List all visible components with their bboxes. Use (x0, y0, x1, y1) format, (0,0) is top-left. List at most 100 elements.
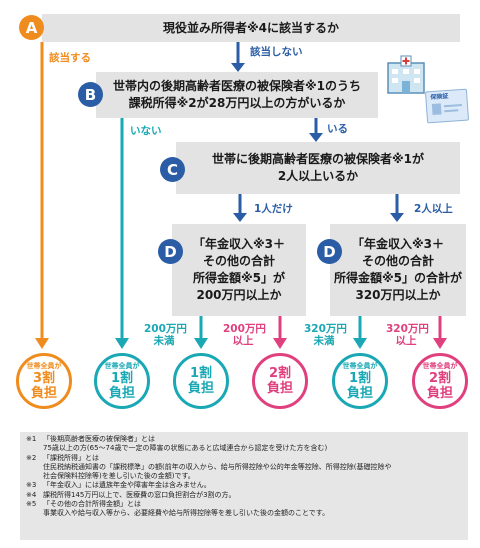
result-6-big-2: 負担 (426, 385, 453, 401)
footnote-5-num: ※5 (26, 500, 37, 509)
footnote-1-num: ※1 (26, 435, 37, 443)
label-d2-over: 320万円 以上 (386, 323, 429, 347)
arrow-d2-under (353, 338, 367, 349)
label-d2-over-2: 以上 (395, 335, 417, 347)
label-applicable: 該当する (49, 52, 91, 64)
footnote-3: ※3 「年金収入」には遺族年金や障害年金は含みません。 (26, 481, 462, 490)
question-d2-line-2: その他の合計 (361, 254, 434, 268)
label-d2-under-2: 未満 (313, 335, 335, 347)
question-d2-line-1: 「年金収入※3＋ (351, 237, 445, 251)
footnote-5-line-1: 「その他の合計所得金額」とは (43, 500, 141, 509)
insurance-card-icon: 保険証 (424, 88, 470, 124)
arrow-d1-under (194, 338, 208, 349)
result-circle-2: 世帯全員が 1割 負担 (94, 353, 150, 409)
footnote-4: ※4 課税所得145万円以上で、医療費の窓口負担割合が3割の方。 (26, 491, 462, 500)
footnote-2: ※2 「課税所得」とは 住民税納税通知書の「課税標準」の額(前年の収入から、給与… (26, 454, 462, 482)
label-d2-over-1: 320万円 (386, 323, 429, 335)
result-3-big-1: 1割 (189, 366, 213, 381)
arrow-d1-over (273, 338, 287, 349)
result-2-big-2: 負担 (108, 385, 135, 401)
label-d2-under-1: 320万円 (304, 323, 347, 335)
question-d1-line-4: 200万円以上か (196, 288, 282, 302)
result-2-small: 世帯全員が (104, 361, 140, 370)
footnote-5: ※5 「その他の合計所得金額」とは 事業収入や給与収入等から、必要経費や給与所得… (26, 500, 462, 519)
label-two-or-more: 2人以上 (414, 203, 453, 215)
footnote-4-line-1: 課税所得145万円以上で、医療費の窓口負担割合が3割の方。 (43, 490, 236, 499)
result-circle-4: 2割 負担 (252, 353, 308, 409)
result-circle-3: 1割 負担 (173, 353, 229, 409)
card-line (443, 103, 463, 108)
footnote-2-line-1: 「課税所得」とは (43, 453, 99, 462)
result-1-big-2: 負担 (30, 385, 57, 401)
footnote-2-line-2: 住民税納税通知書の「課税標準」の額(前年の収入から、給与所得控除や公的年金等控除… (43, 462, 392, 471)
result-5-small: 世帯全員が (342, 361, 378, 370)
footnote-1-line-2: 75歳以上の方(65〜74歳で一定の障害の状態にあると広域連合から認定を受けた方… (43, 444, 328, 453)
question-d1-line-2: その他の合計 (202, 254, 275, 268)
question-box-d1: 「年金収入※3＋ その他の合計 所得金額※5」が 200万円以上か (172, 224, 306, 316)
footnote-5-line-2: 事業収入や給与収入等から、必要経費や給与所得控除等を差し引いた後の金額のことです… (43, 509, 330, 518)
question-box-a: 現役並み所得者※4に該当するか (42, 14, 460, 42)
question-d1-line-1: 「年金収入※3＋ (192, 237, 286, 251)
arrow-a-to-b (231, 63, 245, 72)
result-circle-6: 世帯全員が 2割 負担 (412, 353, 468, 409)
question-b-line-1: 世帯内の後期高齢者医療の被保険者※1のうち (112, 79, 362, 93)
footnote-2-num: ※2 (26, 453, 37, 462)
result-1-small: 世帯全員が (26, 361, 62, 370)
result-6-big-1: 2割 (428, 370, 452, 386)
result-2-big-1: 1割 (110, 370, 134, 386)
arrow-c-to-d1 (233, 213, 247, 222)
label-not-applicable: 該当しない (250, 46, 303, 58)
result-circle-1: 世帯全員が 3割 負担 (16, 353, 72, 409)
label-d1-under-2: 未満 (153, 335, 175, 347)
question-box-d2: 「年金収入※3＋ その他の合計 所得金額※5」の合計が 320万円以上か (330, 224, 466, 316)
question-c-line-2: 2人以上いるか (277, 169, 359, 183)
badge-a: A (19, 15, 44, 40)
label-d1-under-1: 200万円 (144, 323, 187, 335)
label-d1-over-2: 以上 (232, 335, 254, 347)
footnote-1-line-1: 「後期高齢者医療の被保険者」とは (43, 435, 155, 443)
badge-d2: D (317, 239, 342, 264)
label-present: いる (327, 123, 348, 135)
footnote-1: ※1 「後期高齢者医療の被保険者」とは 75歳以上の方(65〜74歳で一定の障害… (26, 435, 462, 454)
label-d1-over-1: 200万円 (223, 323, 266, 335)
label-d1-over: 200万円 以上 (223, 323, 266, 347)
card-photo (431, 103, 442, 116)
card-line (444, 109, 459, 113)
badge-c: C (160, 157, 185, 182)
badge-b: B (78, 82, 103, 107)
footnote-3-line-1: 「年金収入」には遺族年金や障害年金は含みません。 (43, 481, 211, 490)
footnote-2-line-3: 社会保険料控除等)を差し引いた後の金額)です。 (43, 472, 195, 481)
question-box-c: 世帯に後期高齢者医療の被保険者※1が 2人以上いるか (176, 142, 460, 194)
question-a-text: 現役並み所得者※4に該当するか (162, 20, 340, 35)
footnotes-box: ※1 「後期高齢者医療の被保険者」とは 75歳以上の方(65〜74歳で一定の障害… (20, 432, 468, 540)
label-d2-under: 320万円 未満 (304, 323, 347, 347)
hospital-icon (387, 55, 425, 94)
result-circle-5: 世帯全員が 1割 負担 (332, 353, 388, 409)
result-6-small: 世帯全員が (422, 361, 458, 370)
label-d1-under: 200万円 未満 (144, 323, 187, 347)
result-3-big-2: 負担 (187, 381, 214, 396)
result-5-big-1: 1割 (348, 370, 372, 386)
question-c-line-1: 世帯に後期高齢者医療の被保険者※1が (211, 152, 425, 166)
card-title: 保険証 (430, 92, 449, 102)
arrow-b-none (115, 338, 129, 349)
result-1-big-1: 3割 (32, 370, 56, 386)
question-d2-line-4: 320万円以上か (355, 288, 441, 302)
question-b-line-2: 課税所得※2が28万円以上の方がいるか (128, 96, 346, 110)
result-4-big-1: 2割 (268, 366, 292, 381)
badge-d1: D (158, 239, 183, 264)
footnote-4-num: ※4 (26, 490, 37, 499)
question-d2-line-3: 所得金額※5」の合計が (333, 271, 463, 285)
result-4-big-2: 負担 (266, 381, 293, 396)
arrow-b-to-c (309, 133, 323, 142)
arrow-d2-over (433, 338, 447, 349)
question-box-b: 世帯内の後期高齢者医療の被保険者※1のうち 課税所得※2が28万円以上の方がいる… (96, 72, 378, 118)
arrow-a-applicable (35, 338, 49, 349)
label-none: いない (130, 125, 162, 137)
question-d1-line-3: 所得金額※5」が (192, 271, 286, 285)
result-5-big-2: 負担 (346, 385, 373, 401)
footnote-3-num: ※3 (26, 481, 37, 490)
arrow-c-to-d2 (390, 213, 404, 222)
label-one-person: 1人だけ (254, 203, 293, 215)
